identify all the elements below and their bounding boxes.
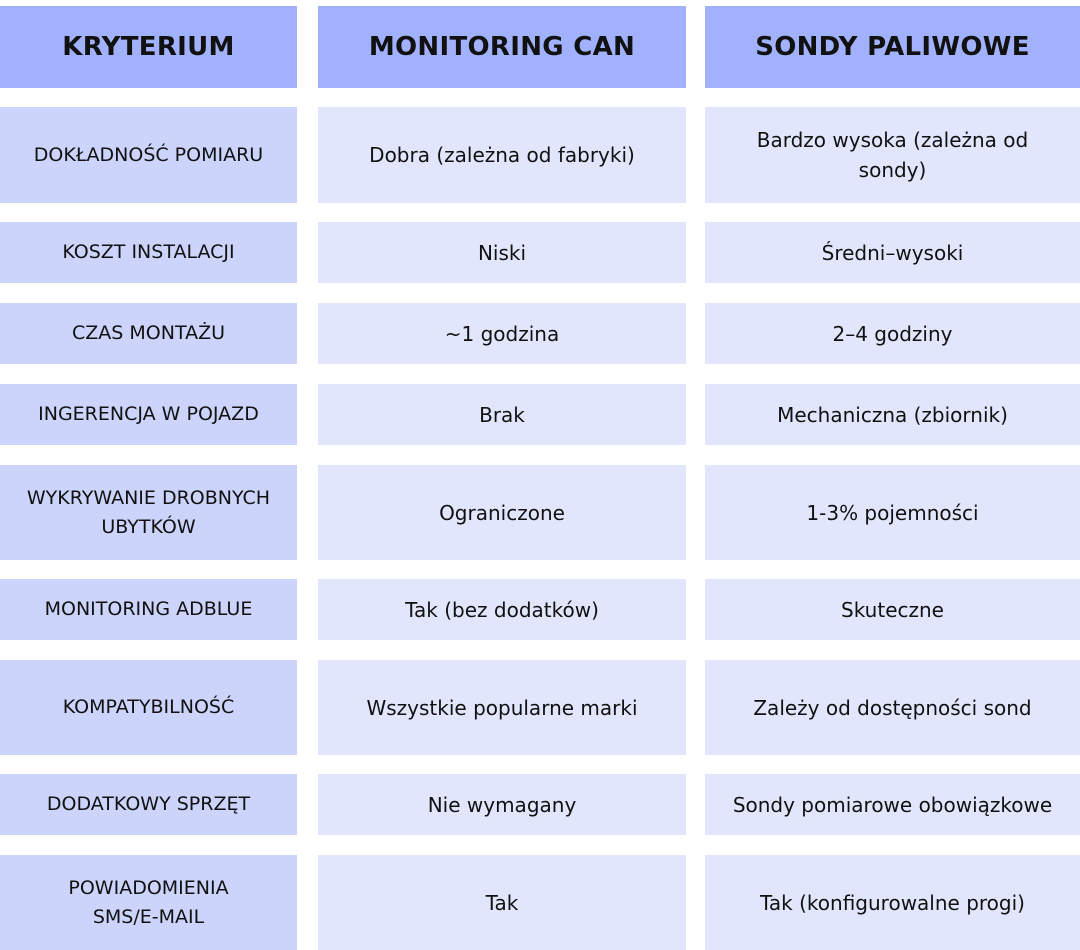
row-4-criterion: INGERENCJA W POJAZD — [0, 384, 297, 445]
row-6-can: Tak (bez dodatków) — [318, 579, 686, 640]
row-3-can: ~1 godzina — [318, 303, 686, 364]
header-sondy-paliwowe: SONDY PALIWOWE — [705, 6, 1080, 88]
row-3-sondy: 2–4 godziny — [705, 303, 1080, 364]
row-1-criterion: DOKŁADNOŚĆ POMIARU — [0, 107, 297, 203]
row-2-criterion: KOSZT INSTALACJI — [0, 222, 297, 283]
row-9-can: Tak — [318, 855, 686, 950]
header-monitoring-can: MONITORING CAN — [318, 6, 686, 88]
row-9-criterion: POWIADOMIENIA SMS/E-MAIL — [0, 855, 297, 950]
row-8-sondy: Sondy pomiarowe obowiązkowe — [705, 774, 1080, 835]
row-6-criterion: MONITORING ADBLUE — [0, 579, 297, 640]
row-5-criterion: WYKRYWANIE DROBNYCH UBYTKÓW — [0, 465, 297, 560]
row-4-can: Brak — [318, 384, 686, 445]
row-7-can: Wszystkie popularne marki — [318, 660, 686, 755]
row-9-sondy: Tak (konfigurowalne progi) — [705, 855, 1080, 950]
row-8-criterion: DODATKOWY SPRZĘT — [0, 774, 297, 835]
row-1-can: Dobra (zależna od fabryki) — [318, 107, 686, 203]
row-5-sondy: 1-3% pojemności — [705, 465, 1080, 560]
row-7-sondy: Zależy od dostępności sond — [705, 660, 1080, 755]
row-2-sondy: Średni–wysoki — [705, 222, 1080, 283]
row-1-sondy: Bardzo wysoka (zależna od sondy) — [705, 107, 1080, 203]
row-7-criterion: KOMPATYBILNOŚĆ — [0, 660, 297, 755]
row-4-sondy: Mechaniczna (zbiornik) — [705, 384, 1080, 445]
row-8-can: Nie wymagany — [318, 774, 686, 835]
row-2-can: Niski — [318, 222, 686, 283]
header-kryterium: KRYTERIUM — [0, 6, 297, 88]
row-6-sondy: Skuteczne — [705, 579, 1080, 640]
row-5-can: Ograniczone — [318, 465, 686, 560]
row-3-criterion: CZAS MONTAŻU — [0, 303, 297, 364]
